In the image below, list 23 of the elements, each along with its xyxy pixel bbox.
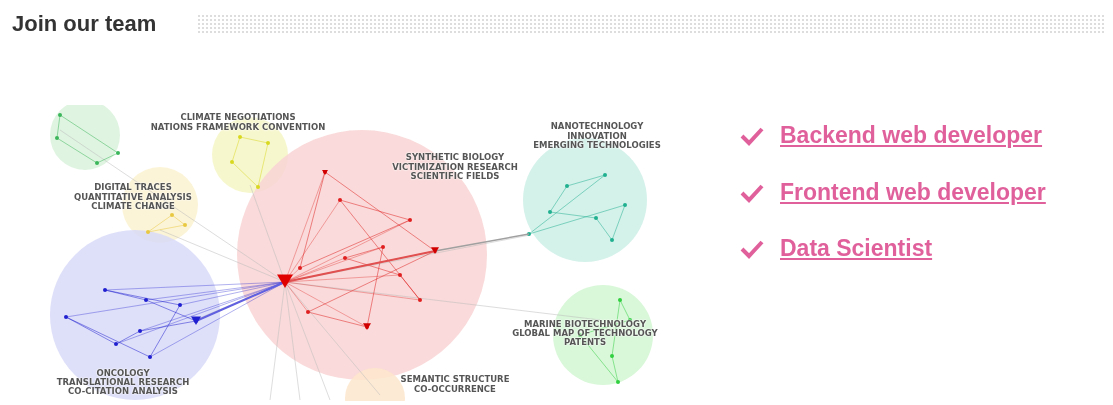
cluster-label: MARINE BIOTECHNOLOGY (523, 320, 647, 329)
cluster-label: GLOBAL MAP OF TECHNOLOGY (512, 329, 658, 338)
section-heading: Join our team (12, 10, 157, 38)
cluster-label: ONCOLOGY (96, 369, 150, 378)
job-link: Backend web developer (780, 121, 1043, 149)
cluster-label: CLIMATE NEGOTIATIONS (180, 113, 296, 122)
cluster-label: SCIENTIFIC FIELDS (410, 172, 500, 181)
cluster-label: SEMANTIC STRUCTURE (400, 375, 510, 384)
cluster-label: INNOVATION (567, 132, 627, 141)
cluster-label: NANOTECHNOLOGY (550, 122, 644, 131)
cluster-label: EMERGING TECHNOLOGIES (533, 141, 661, 150)
cluster-label: NATIONS FRAMEWORK CONVENTION (150, 123, 326, 132)
cluster-label: DIGITAL TRACES (94, 183, 172, 192)
cluster-label: SYNTHETIC BIOLOGY (405, 153, 505, 162)
job-link: Data Scientist (780, 234, 933, 262)
cluster-label: CO-CITATION ANALYSIS (68, 387, 178, 396)
cluster-label: PATENTS (564, 338, 606, 347)
cluster-label: QUANTITATIVE ANALYSIS (74, 193, 192, 202)
cluster-label: CO-OCCURRENCE (414, 385, 496, 394)
job-link: Frontend web developer (780, 178, 1046, 206)
cluster-label: CLIMATE CHANGE (91, 202, 175, 211)
cluster-label: VICTIMIZATION RESEARCH (392, 163, 518, 172)
cluster-label: TRANSLATIONAL RESEARCH (56, 378, 190, 387)
